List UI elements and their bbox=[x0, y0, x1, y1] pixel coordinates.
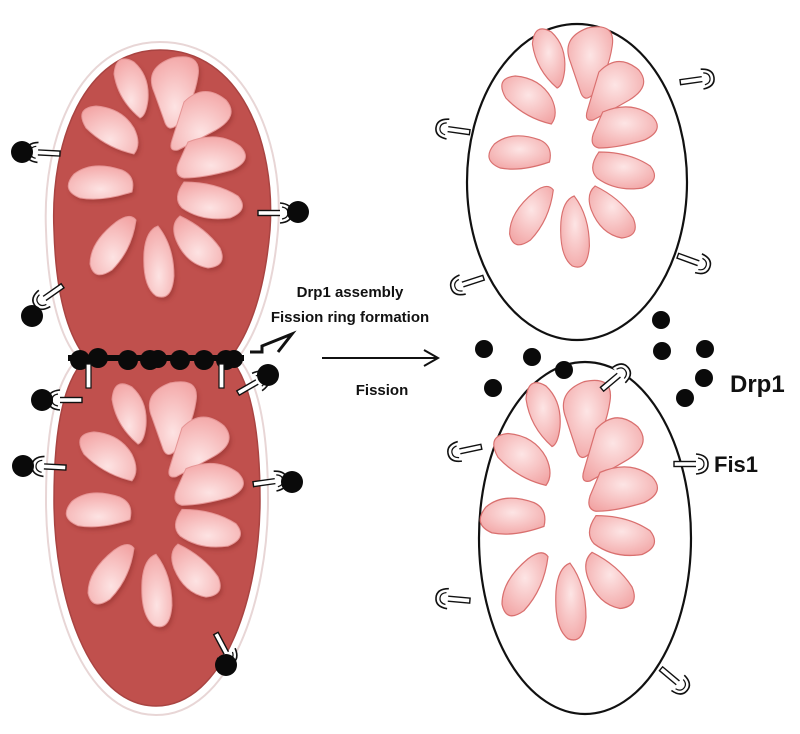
dividing-mitochondrion bbox=[11, 40, 309, 717]
fis1-receptor-icon bbox=[678, 66, 717, 93]
drp1-fission-ring bbox=[68, 348, 244, 370]
drp1-dot bbox=[31, 389, 53, 411]
label-fis1: Fis1 bbox=[714, 452, 758, 477]
free-drp1-dots bbox=[475, 311, 714, 407]
drp1-dot bbox=[281, 471, 303, 493]
drp1-dot bbox=[696, 340, 714, 358]
drp1-dot bbox=[11, 141, 33, 163]
fis1-receptor-icon bbox=[445, 436, 485, 465]
daughter-mitochondrion-bottom bbox=[477, 360, 693, 716]
drp1-dot bbox=[484, 379, 502, 397]
label-drp1-assembly: Drp1 assembly bbox=[297, 284, 404, 301]
drp1-dot bbox=[475, 340, 493, 358]
drp1-dot bbox=[12, 455, 34, 477]
drp1-dot bbox=[653, 342, 671, 360]
label-fission: Fission bbox=[356, 382, 409, 399]
drp1-dot bbox=[676, 389, 694, 407]
label-drp1: Drp1 bbox=[730, 371, 785, 398]
fis1-receptor-icon bbox=[434, 586, 472, 612]
arrow-right-icon bbox=[322, 349, 441, 367]
drp1-dot bbox=[21, 305, 43, 327]
drp1-dot bbox=[555, 361, 573, 379]
ring-marker-icon bbox=[250, 330, 297, 354]
ring-anchor-fis1 bbox=[85, 363, 225, 389]
bound-drp1-dots bbox=[11, 141, 309, 676]
label-fission-ring-formation: Fission ring formation bbox=[271, 309, 429, 326]
fis1-receptor-icon bbox=[673, 245, 714, 278]
drp1-dot bbox=[287, 201, 309, 223]
daughter-mitochondrion-top bbox=[465, 22, 689, 342]
fis1-receptor-icon bbox=[433, 116, 472, 143]
drp1-dot bbox=[695, 369, 713, 387]
drp1-dot bbox=[215, 654, 237, 676]
fis1-receptor-icon bbox=[447, 267, 488, 299]
drp1-dot bbox=[652, 311, 670, 329]
drp1-dot bbox=[257, 364, 279, 386]
drp1-dot bbox=[523, 348, 541, 366]
fis1-receptor-icon bbox=[653, 660, 695, 700]
